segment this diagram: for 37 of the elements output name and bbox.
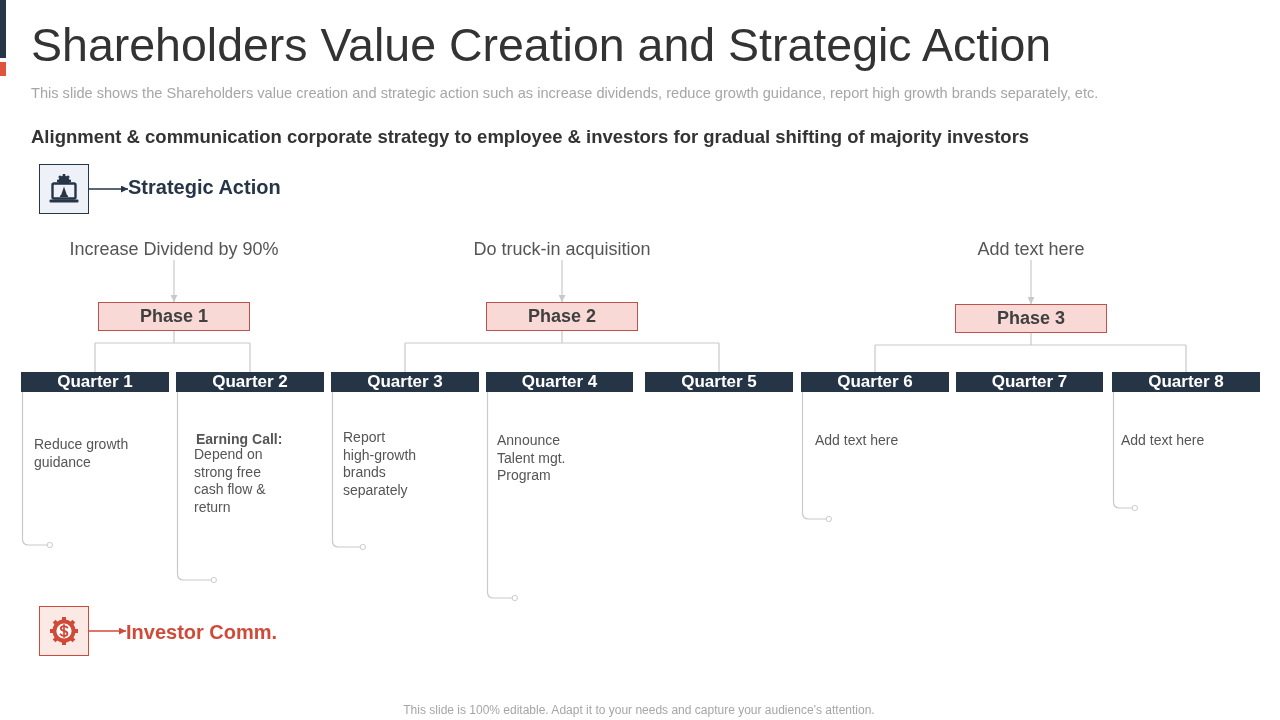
slide-title: Shareholders Value Creation and Strategic Action bbox=[31, 18, 1052, 73]
note-text: Depend on strong free cash flow & return bbox=[194, 446, 267, 517]
quarter-bar: Quarter 4 bbox=[486, 372, 633, 392]
phase-box: Phase 3 bbox=[955, 304, 1107, 333]
note-text: Add text here bbox=[1121, 432, 1205, 450]
arrow bbox=[170, 259, 178, 303]
phase-box: Phase 1 bbox=[98, 302, 250, 331]
dollar-gear-icon bbox=[39, 606, 89, 656]
section-label: Strategic Action bbox=[128, 177, 281, 198]
note-text: Report high-growth brands separately bbox=[343, 429, 418, 500]
quarter-bar: Quarter 8 bbox=[1112, 372, 1260, 392]
connector-line bbox=[874, 332, 1187, 373]
phase-box: Phase 2 bbox=[486, 302, 638, 331]
quarter-bar: Quarter 3 bbox=[331, 372, 479, 392]
section-label: Investor Comm. bbox=[126, 622, 278, 643]
goal-label: Do truck-in acquisition bbox=[473, 238, 651, 260]
slide-subtitle: This slide shows the Shareholders value creation and strategic action such as increase dividends, reduce growth guidance, report high growth brands separately, etc. bbox=[31, 84, 1099, 102]
note-text: Announce Talent mgt. Program bbox=[497, 432, 567, 486]
goal-label: Increase Dividend by 90% bbox=[69, 238, 279, 260]
arrow bbox=[88, 185, 129, 193]
quarter-bar: Quarter 5 bbox=[645, 372, 793, 392]
monitor-gear-icon bbox=[39, 164, 89, 214]
quarter-bar: Quarter 2 bbox=[176, 372, 324, 392]
arrow bbox=[1027, 259, 1035, 305]
connector-line bbox=[404, 330, 720, 373]
note-text: Reduce growth guidance bbox=[34, 436, 130, 472]
note-heading: Earning Call: bbox=[196, 431, 283, 447]
quarter-bar: Quarter 7 bbox=[956, 372, 1103, 392]
section-heading: Alignment & communication corporate strategy to employee & investors for gradual shifting of majority investors bbox=[31, 126, 1030, 148]
arrow bbox=[558, 259, 566, 303]
goal-label: Add text here bbox=[977, 238, 1085, 260]
quarter-bar: Quarter 1 bbox=[21, 372, 169, 392]
footer-note: This slide is 100% editable. Adapt it to your needs and capture your audience’s attention. bbox=[403, 702, 875, 718]
quarter-bar: Quarter 6 bbox=[801, 372, 949, 392]
note-text: Add text here bbox=[815, 432, 899, 450]
connector-line bbox=[94, 330, 251, 373]
arrow bbox=[88, 627, 127, 635]
